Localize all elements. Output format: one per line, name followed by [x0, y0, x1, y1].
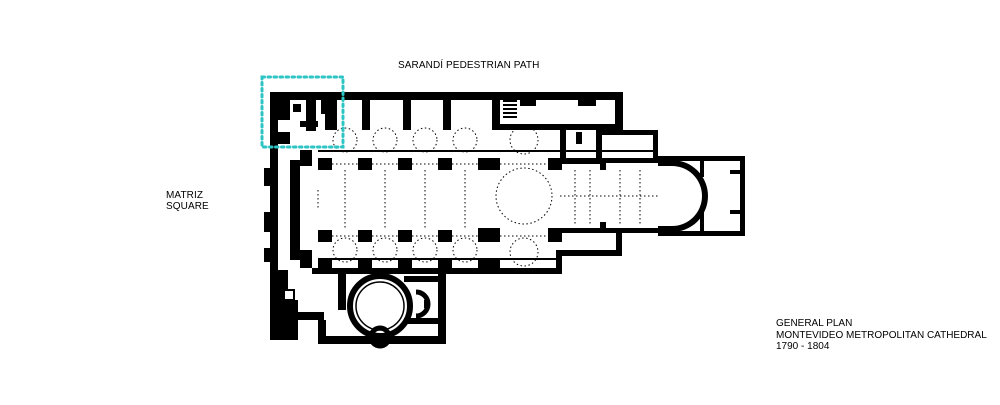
baptistery-inner-circle: [355, 281, 405, 331]
highlight-box: [260, 75, 345, 149]
vault-lines: [317, 125, 658, 267]
north-chapels: [270, 92, 623, 162]
south-piers: [318, 228, 562, 242]
south-wall: [312, 228, 622, 274]
baptistery-block: [270, 274, 446, 344]
sw-room-detail: [283, 289, 295, 301]
title-line-1: GENERAL PLAN: [776, 318, 853, 329]
square-label: MATRIZ SQUARE: [166, 190, 209, 212]
northwest-tower: [278, 97, 327, 144]
font-square: [424, 300, 430, 308]
square-label-line1: MATRIZ: [166, 190, 204, 201]
west-facade: [264, 150, 312, 310]
choir-walls: [562, 158, 658, 233]
title-line-3: 1790 - 1804: [776, 341, 830, 352]
square-label-line2: SQUARE: [166, 201, 209, 212]
nave-north-line: [318, 150, 658, 152]
title-line-2: MONTEVIDEO METROPOLITAN CATHEDRAL: [776, 329, 987, 341]
east-annex: [658, 156, 745, 236]
baptistery-rotunda: [347, 273, 413, 339]
title-block: GENERAL PLAN MONTEVIDEO METROPOLITAN CAT…: [776, 318, 987, 353]
street-label: SARANDÍ PEDESTRIAN PATH: [398, 60, 540, 71]
baptistery-apse: [368, 325, 392, 349]
